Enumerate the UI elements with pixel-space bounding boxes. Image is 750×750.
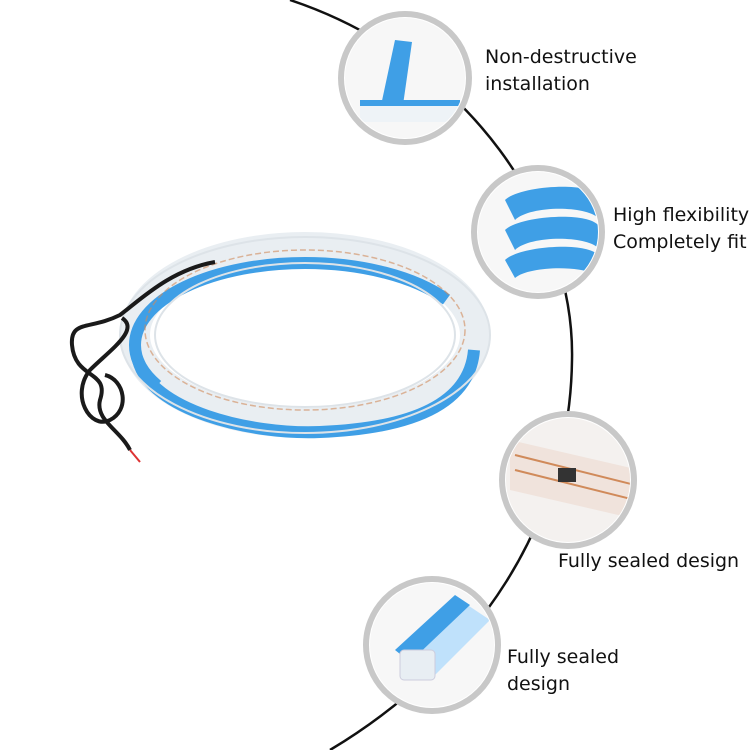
detail-circle-sealed-chip	[499, 411, 637, 549]
detail-circle-sealed-end	[363, 576, 501, 714]
feature-label-flexibility: High flexibility Completely fit	[613, 202, 749, 256]
feature-label-installation: Non-destructive installation	[485, 44, 637, 98]
feature-label-sealed-2: Fully sealed design	[507, 644, 619, 698]
label-line: installation	[485, 73, 590, 95]
feature-label-sealed-1: Fully sealed design	[558, 548, 739, 575]
label-line: Non-destructive	[485, 46, 637, 68]
label-line: High flexibility	[613, 204, 750, 226]
label-line: design	[507, 673, 571, 695]
label-line: Completely fit	[613, 231, 747, 253]
label-line: Fully sealed	[507, 646, 620, 668]
detail-circle-installation	[338, 11, 472, 145]
led-strip-coil	[119, 232, 491, 439]
power-wire	[69, 260, 216, 463]
detail-circle-flexibility	[471, 165, 605, 299]
label-line: Fully sealed design	[558, 550, 740, 572]
